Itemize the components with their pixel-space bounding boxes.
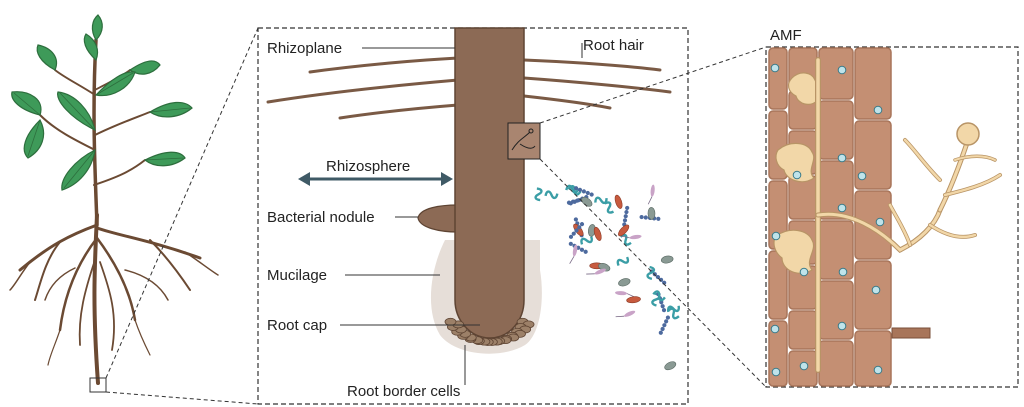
bacterium-rod-pink — [621, 234, 642, 240]
root-border-cells — [444, 317, 535, 346]
vesicle — [799, 267, 809, 277]
bacterium-coil-teal — [594, 196, 608, 205]
bacterial-nodule — [417, 204, 459, 233]
bacterium-chain-blue — [658, 315, 671, 335]
vesicle — [799, 361, 809, 371]
vesicle — [771, 367, 781, 377]
bacterium-coil-teal — [646, 265, 656, 280]
amf-panel: AMF — [765, 27, 1019, 388]
bacterium-coil-teal — [667, 307, 680, 320]
vesicle — [871, 285, 881, 295]
bacterium-chain-blue — [568, 222, 585, 239]
vesicle — [771, 231, 781, 241]
bacterium-rod-red — [626, 296, 641, 304]
bacterium-chain-blue — [649, 269, 667, 285]
vesicle — [837, 203, 847, 213]
root-body — [454, 27, 525, 339]
cortex-cell — [818, 100, 854, 160]
bacterium-rod-pink — [615, 291, 635, 298]
vesicle — [873, 105, 883, 115]
bacterium-coil-teal — [616, 256, 630, 267]
bacterium-oval-gray — [618, 278, 631, 287]
bacterium-rod-red — [593, 226, 602, 241]
cortex-cell — [768, 47, 788, 110]
vesicle — [837, 321, 847, 331]
label-mucilage: Mucilage — [267, 267, 327, 284]
label-root-hair: Root hair — [583, 37, 644, 54]
cortex-cell — [854, 330, 892, 387]
cortex-cell — [854, 47, 892, 120]
cortex-cell — [788, 175, 818, 220]
arbuscules — [773, 72, 819, 274]
bacterium-chain-blue — [622, 205, 630, 227]
label-bacterial-nodule: Bacterial nodule — [267, 209, 375, 226]
plant-zoom-box — [89, 377, 107, 393]
cortex-cell — [818, 280, 854, 340]
vesicle — [873, 365, 883, 375]
zoom-guides-1 — [105, 27, 259, 405]
bacteria-cluster — [534, 184, 680, 371]
vesicle — [838, 267, 848, 277]
bacterium-oval-gray — [664, 361, 677, 371]
label-rhizoplane: Rhizoplane — [267, 40, 342, 57]
root-panel: Rhizoplane Root hair Rhizosphere Bacteri… — [257, 27, 689, 405]
cortex-cell — [818, 340, 854, 387]
plant-roots — [9, 213, 219, 385]
root-panel-frame — [257, 27, 689, 405]
plant — [9, 14, 219, 393]
cortex-cell — [854, 260, 892, 330]
bacterium-chain-blue — [568, 241, 588, 254]
border-cell — [444, 317, 457, 326]
plant-leaf-veins — [13, 72, 191, 189]
amf-hyphae — [815, 57, 1002, 373]
root-cortex-cells — [768, 47, 892, 387]
bacterium-rod-red — [614, 194, 623, 209]
bacterium-chain-blue — [656, 292, 667, 313]
bacterium-coil-teal — [619, 233, 632, 246]
vesicle — [770, 63, 780, 73]
rhizosphere-arrow — [298, 172, 453, 186]
bacterium-coil-teal — [567, 185, 582, 196]
vesicle — [857, 171, 867, 181]
bacterium-coil-teal — [565, 184, 580, 194]
amf-spore — [956, 122, 980, 146]
root-hairs — [266, 56, 672, 120]
cortex-cell — [788, 310, 818, 350]
leader-lines — [340, 43, 583, 385]
label-amf: AMF — [770, 27, 802, 44]
bacterium-rod-pink — [569, 244, 578, 264]
label-root-border-cells: Root border cells — [347, 383, 460, 400]
cortex-cell — [818, 160, 854, 220]
cortex-cell — [818, 47, 854, 100]
vesicle — [770, 324, 780, 334]
vesicle — [875, 217, 885, 227]
amf-mini-hyphae — [511, 128, 536, 151]
bacterium-rod-pink — [586, 268, 606, 275]
bacterium-rod-pink — [615, 310, 636, 318]
label-root-cap: Root cap — [267, 317, 327, 334]
bacterium-oval-gray — [660, 255, 674, 264]
bacterium-oval-gray — [647, 207, 656, 220]
vesicle — [837, 65, 847, 75]
bacterium-coil-teal — [544, 190, 559, 200]
label-rhizosphere: Rhizosphere — [326, 158, 410, 175]
vesicle — [837, 153, 847, 163]
vesicle — [792, 170, 802, 180]
bacterium-coil-teal — [652, 290, 666, 302]
bacterium-coil-teal — [580, 236, 593, 245]
zoom-guides-2 — [539, 46, 767, 388]
bacterium-chain-blue — [573, 186, 594, 197]
vesicles — [770, 63, 885, 377]
bacterium-coil-teal — [604, 201, 615, 214]
amf-zoom-box — [507, 122, 541, 160]
bacterium-coil-teal — [534, 187, 543, 202]
plant-leaves — [11, 14, 193, 191]
cortex-cell — [854, 190, 892, 260]
bacterium-rod-pink — [647, 184, 655, 205]
cortex-cell — [818, 220, 854, 280]
bacterium-rod-red — [618, 224, 630, 237]
cortex-cell — [854, 120, 892, 190]
lateral-root-stub — [891, 327, 931, 339]
